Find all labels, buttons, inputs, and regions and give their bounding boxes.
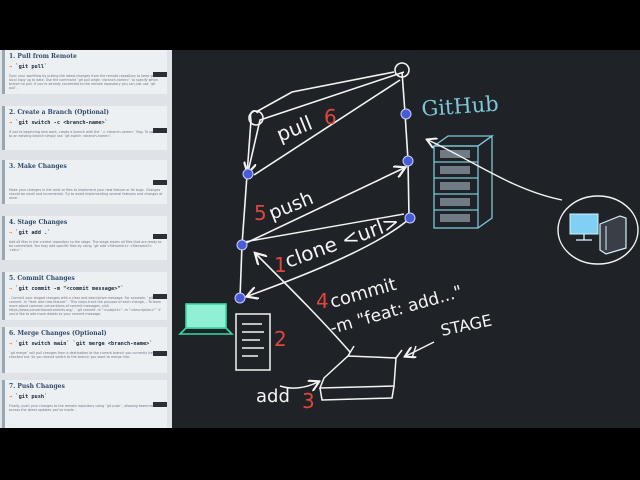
- card-title: 6. Merge Changes (Optional): [9, 330, 107, 337]
- card-description: Add all files in the current repository …: [9, 240, 162, 253]
- pull-label: pull: [273, 111, 316, 147]
- github-server-icon: [431, 134, 495, 229]
- card-tab: [153, 294, 167, 299]
- video-frame: 1. Pull from Remote ⇒ `git pull` Sync yo…: [0, 50, 640, 428]
- card-command: ⇒ `git pull`: [9, 64, 48, 70]
- file-document-icon: [235, 313, 271, 371]
- chalkboard-diagram: pull 6 push 5 clone <url> 1 4 commit -m …: [178, 62, 639, 413]
- card-description: `git merge` will pull changes from a des…: [9, 351, 157, 360]
- card-title: 4. Stage Changes: [9, 219, 68, 226]
- commit-arrow: [256, 254, 351, 353]
- arrow-icon: ⇒: [9, 120, 16, 126]
- card-command: ⇒ `git add .`: [9, 230, 51, 236]
- card-description: - Commit your staged changes with a clea…: [9, 296, 161, 317]
- card-title: 7. Push Changes: [9, 383, 65, 390]
- arrow-icon: ⇒: [9, 230, 16, 236]
- step-card-branch: 2. Create a Branch (Optional) ⇒ `git swi…: [2, 106, 167, 150]
- push-label: push: [266, 187, 317, 225]
- card-tab: [153, 128, 167, 133]
- arrow-icon: ⇒: [9, 394, 16, 400]
- card-command: ⇒ `git switch main` `git merge <branch-n…: [9, 341, 153, 347]
- step-card-merge: 6. Merge Changes (Optional) ⇒ `git switc…: [2, 327, 167, 373]
- card-tab: [153, 234, 167, 239]
- step-card-pull: 1. Pull from Remote ⇒ `git pull` Sync yo…: [2, 50, 167, 94]
- card-tab: [153, 72, 167, 77]
- card-command: ⇒ `git push`: [9, 394, 48, 400]
- file-step-number: 2: [274, 327, 287, 351]
- card-title: 2. Create a Branch (Optional): [9, 109, 109, 116]
- stage-box-icon: [318, 345, 403, 401]
- github-label: GitHub: [421, 92, 500, 121]
- commit-node: [234, 292, 246, 304]
- clone-step-number: 1: [274, 253, 287, 277]
- laptop-icon: [178, 303, 234, 335]
- step-card-push: 7. Push Changes ⇒ `git push` Finally, pu…: [2, 380, 167, 428]
- stage-label: STAGE: [439, 311, 494, 340]
- card-description: Make your changes in the code or files t…: [9, 188, 163, 201]
- arrow-icon: ⇒: [9, 64, 16, 70]
- step-card-commit: 5. Commit Changes ⇒ `git commit -m "<com…: [2, 272, 167, 320]
- commit-step-number: 4: [316, 289, 329, 313]
- commit-node: [242, 168, 254, 180]
- commit-node: [400, 108, 412, 120]
- stage-pointer-tick: [411, 345, 417, 359]
- push-arrow: [243, 168, 404, 245]
- arrow-icon: ⇒: [9, 341, 16, 347]
- card-command: ⇒ `git commit -m "<commit message>"`: [9, 286, 124, 292]
- commit-node: [404, 212, 416, 224]
- clone-arrow: [248, 219, 409, 296]
- card-description: Sync your workflow by pulling the latest…: [9, 74, 159, 91]
- clone-label: clone <url>: [282, 209, 403, 273]
- card-tab: [153, 402, 167, 407]
- pull-arrow: [248, 71, 405, 175]
- add-label: add: [256, 386, 290, 407]
- card-description: Finally, push your changes to the remote…: [9, 404, 162, 413]
- remote-computer-icon: [557, 195, 639, 265]
- card-command: ⇒ `git switch -c <branch-name>`: [9, 120, 108, 126]
- clone-arrow-start: [243, 213, 405, 243]
- step-card-stage: 4. Stage Changes ⇒ `git add .` Add all f…: [2, 216, 167, 260]
- card-title: 1. Pull from Remote: [9, 53, 77, 60]
- add-step-number: 3: [302, 389, 315, 413]
- pull-step-number: 6: [324, 105, 337, 129]
- push-step-number: 5: [254, 201, 267, 225]
- card-title: 5. Commit Changes: [9, 275, 75, 282]
- server-arrow: [428, 140, 563, 201]
- stage-pointer-arrow: [406, 341, 435, 356]
- commit-node: [402, 155, 414, 167]
- git-workflow-notes-panel: 1. Pull from Remote ⇒ `git pull` Sync yo…: [0, 50, 172, 428]
- arrow-icon: ⇒: [9, 286, 16, 292]
- add-arrow: [279, 382, 318, 388]
- step-card-changes: 3. Make Changes Make your changes in the…: [2, 160, 167, 204]
- card-tab: [153, 351, 167, 356]
- remote-branch-line: [255, 62, 410, 219]
- commit-node: [236, 239, 248, 251]
- card-title: 3. Make Changes: [9, 163, 67, 170]
- card-description: If you're beginning new work, create a b…: [9, 130, 160, 139]
- card-tab: [153, 180, 167, 185]
